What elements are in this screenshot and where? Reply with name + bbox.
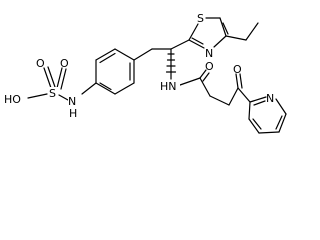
bond-pyridine-inner-1 <box>253 100 266 106</box>
bond-s-o-left <box>43 67 52 89</box>
bond-thiazole-inner-1 <box>222 22 229 35</box>
bond-thiazole-1 <box>188 23 199 41</box>
atom-label-nitrogen-pyridine: N <box>266 92 274 105</box>
atom-label-hydrogen-sulfamate: H <box>69 107 77 120</box>
bond-pyridine-3 <box>278 113 287 133</box>
bond-thiazole-inner-2 <box>191 37 204 45</box>
bond-benzene-6 <box>95 82 116 95</box>
bond-pyridine-inner-2 <box>275 115 283 130</box>
bond-benzene-2 <box>95 48 116 61</box>
bond-co-o <box>199 69 207 79</box>
bond-pyridine-5 <box>248 118 260 134</box>
bond-s-n <box>58 94 69 101</box>
bond-benzene-inner-1 <box>99 52 116 64</box>
bond-pyridine-2 <box>275 98 287 115</box>
bond-ethyl-2 <box>245 22 259 41</box>
atom-label-nitrogen-thiazole: N <box>205 47 213 60</box>
bond-pyridine-4 <box>258 131 280 134</box>
atom-label-hn-amide: HN <box>160 80 177 93</box>
atom-label-sulfur-thiazole: S <box>197 12 204 25</box>
bond-ch2b-cko <box>228 87 239 106</box>
bond-cko-o-double <box>239 73 243 89</box>
bonds <box>27 17 287 134</box>
atom-label-oxygen-amide: O <box>205 60 214 73</box>
bond-thiazole-3 <box>219 17 227 37</box>
bond-pyridine-1 <box>249 96 267 103</box>
bond-cko-o <box>235 73 239 89</box>
bond-ethyl-1 <box>225 35 247 41</box>
bond-co-o-double <box>202 72 210 82</box>
bond-thiazole-5 <box>188 39 205 49</box>
bond-benzene-5 <box>114 82 135 95</box>
bond-ring-ch2 <box>133 48 153 61</box>
bond-cko-pyridine <box>237 87 251 103</box>
bond-ch2a-ch2b <box>209 95 230 106</box>
bond-benzene-inner-3 <box>99 82 112 91</box>
atom-label-oxygen-ketone: O <box>233 63 242 76</box>
atom-label-ho: HO <box>4 93 21 106</box>
atom-label-oxygen-top-right: O <box>60 57 69 70</box>
bond-co-ch2a <box>199 77 211 97</box>
atom-label-sulfur-sulfonyl: S <box>49 87 56 100</box>
bond-thiazole-4 <box>213 35 227 48</box>
bond-ho-s <box>27 93 48 99</box>
bond-pyridine-6 <box>248 101 251 120</box>
bond-s-o-right <box>56 67 63 89</box>
atom-label-oxygen-top-left: O <box>36 57 45 70</box>
atom-labels: HO S O O N H S N HN O O N <box>4 12 274 120</box>
bond-s-o-left-double <box>47 66 56 88</box>
bond-pyridine-inner-3 <box>252 118 262 130</box>
bond-nh-co <box>179 77 201 86</box>
bond-s-o-right-double <box>60 68 67 90</box>
chemical-structure-diagram: HO S O O N H S N HN O O N <box>4 12 287 134</box>
atom-label-nitrogen-sulfamate: N <box>68 95 76 108</box>
bond-benzene-3 <box>114 48 135 61</box>
bond-ch-thiazole <box>170 39 190 50</box>
bond-n-ring <box>81 82 97 95</box>
